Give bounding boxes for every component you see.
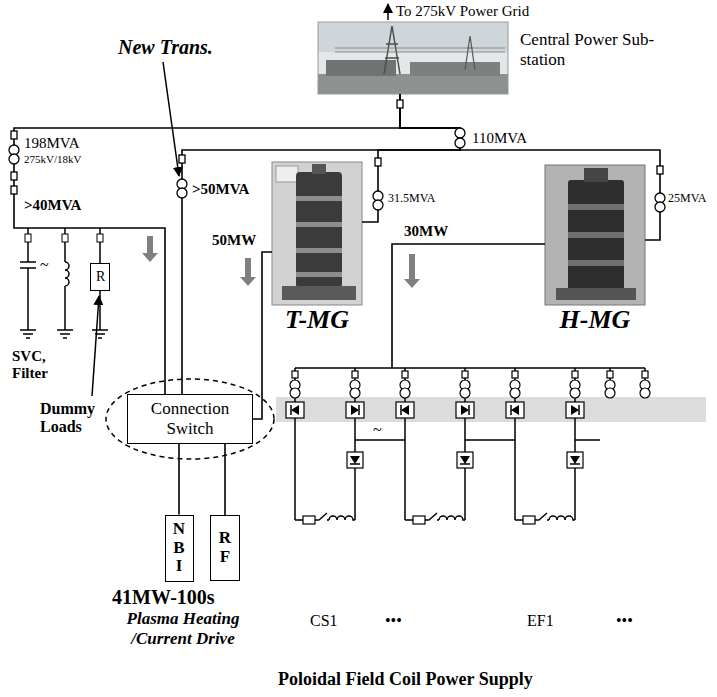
photo-frame [272,162,362,305]
substation-photo [318,22,508,94]
generator-band [296,272,342,277]
switch-box: Connection Switch [127,394,253,444]
coil-name: CS1 [310,612,338,630]
group-label: Dummy Loads [40,400,110,437]
dashed-ellipse [106,379,274,459]
generator-base [282,286,356,300]
power-label: 30MW [404,223,448,240]
node-text: Connection Switch [133,399,247,438]
node-text: T-MG [272,305,362,335]
photo-frame [318,22,508,94]
flow-arrow [240,258,256,286]
power-label: 41MW-100s [112,586,215,609]
generator-photo-node: H-MG [545,165,645,305]
rating-label: 198MVA [24,135,80,152]
generator-band [568,260,624,266]
converter-band [276,397,706,422]
converter-boxes [286,402,584,524]
coil-supply-group: Poloidal Field Coil Power Supply [270,368,710,696]
photo-tower [384,26,400,74]
connector-line [392,244,545,368]
resistor-box: R [90,263,110,291]
grid-arrow [387,4,389,20]
ac-symbol: ~ [373,421,382,439]
breaker-symbol [97,234,103,242]
generator-band [296,222,342,227]
photo-sticker [276,166,298,182]
node-text: H-MG [545,305,645,335]
flow-arrow [142,236,158,262]
node-text: Central Power Sub-station [520,30,660,71]
power-label: 50MW [212,232,256,249]
heating-box: NBI [165,515,194,582]
connector-line [400,94,660,240]
node-text: R [96,269,104,285]
photo-ground [272,162,362,305]
coil-name: EF1 [527,612,554,630]
rating-label: >40MVA [24,197,81,214]
rating-label: >50MVA [192,181,249,198]
flow-arrow [404,254,420,288]
connector-line [14,94,400,394]
ac-symbol: ~ [40,256,49,274]
generator-band [296,196,342,201]
pf-coil-circuits [276,368,706,524]
generator-base [556,288,636,300]
generator-body [568,180,624,290]
breaker-symbol [25,234,31,242]
t-mg-photo [272,162,362,305]
ellipsis: ••• [385,612,402,630]
photo-building [410,62,500,76]
connector-line [362,94,460,222]
connector-line [253,252,272,419]
substation-photo-node: Central Power Sub-station [318,22,508,94]
photo-ground [318,74,508,94]
transformer-symbols [290,380,650,398]
generator-band [568,204,624,210]
node-text: Poloidal Field Coil Power Supply [278,669,533,690]
photo-ground [545,165,645,305]
rating-label: 110MVA [472,130,527,147]
circuit-wiring [295,368,645,520]
photo-tower [465,36,475,70]
heating-box: RF [210,515,240,581]
group-label: Plasma Heating /Current Drive [98,609,268,648]
photo-sky [318,22,508,52]
generator-shaft [312,164,326,174]
node-text: RF [217,529,234,566]
photo-ground [318,22,508,94]
h-mg-photo [545,165,645,305]
breaker-symbols [11,100,663,194]
thyristor-bars [291,405,580,464]
photo-frame [545,165,645,305]
generator-shaft [584,168,608,182]
generator-band [296,248,342,253]
ellipsis: ••• [616,612,633,630]
breaker-symbols [292,371,648,378]
callout-label: New Trans. [118,36,213,59]
voltage-label: 275kV/18kV [24,153,81,166]
leader-arrow [163,62,179,176]
group-label: SVC, Filter [12,348,68,383]
generator-body [296,172,342,288]
breaker-symbol [62,234,68,242]
node-text: NBI [171,520,188,576]
leader-arrow [92,296,99,396]
connector-line [224,444,226,515]
generator-photo-node: T-MG [272,162,362,305]
thyristor-symbols [291,405,580,464]
rating-label: 25MVA [668,192,706,206]
generator-band [568,232,624,238]
transformer-symbols [9,128,665,212]
grid-label: To 275kV Power Grid [396,3,529,20]
photo-wires [335,48,505,52]
rating-label: 31.5MVA [388,192,435,206]
connector-line [178,444,180,515]
